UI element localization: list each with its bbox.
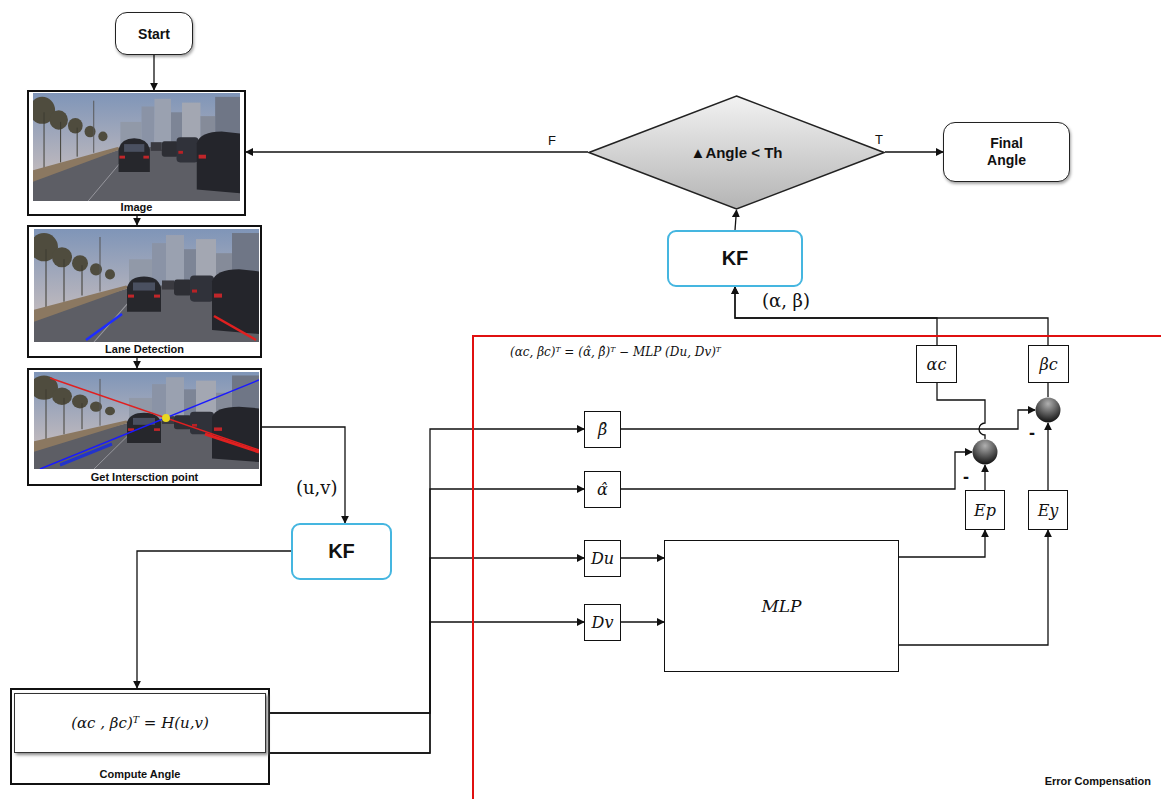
illustration-part [162, 414, 170, 422]
connector-arrow [136, 358, 137, 368]
sum-junction-shape [972, 439, 998, 465]
node-text: Compute Angle [100, 768, 181, 780]
image-panel: Lane Detection [27, 225, 262, 358]
node-text: Ep [974, 501, 996, 520]
connector-arrow [984, 465, 985, 490]
connector-arrow [270, 489, 584, 713]
node-text: Dv [592, 613, 614, 632]
sum-junction: - [972, 439, 998, 465]
connector-arrow [937, 383, 985, 439]
node-text: KF [328, 540, 355, 563]
connector-arrow [1047, 423, 1048, 490]
filter-box: KF [667, 230, 803, 287]
node-text: αc [927, 355, 947, 374]
node-text: MLP [761, 596, 801, 616]
sum-junction: - [1035, 397, 1061, 423]
filter-box: KF [291, 523, 392, 580]
right-lane-line [214, 316, 256, 340]
decision-diamond: ▲Angle < Th [588, 95, 885, 210]
node-text: - [963, 467, 969, 488]
node-text: Du [591, 549, 614, 568]
connector-arrow [270, 558, 584, 753]
formula-box: (αc , βc)ᵀ = H(u,v) [14, 693, 266, 753]
illustration-part [50, 378, 259, 450]
illustration-part [1036, 398, 1061, 423]
compensation-region: (αc, βc)ᵀ = (α̂, β̂)ᵀ − MLP (Du, Dv)ᵀErr… [472, 335, 1161, 799]
connector-arrow [1047, 383, 1048, 397]
variable-box: α̂ [584, 471, 621, 508]
edge-label: T [873, 132, 885, 147]
node-text: ▲Angle < Th [691, 144, 783, 161]
connector-arrow [136, 216, 137, 225]
process-box: Compute Angle (αc , βc)ᵀ = H(u,v) [10, 688, 270, 785]
node-text: KF [722, 247, 749, 270]
sum-junction-shape [1035, 397, 1061, 423]
edge-label-box: T [873, 130, 885, 148]
node-text: Ey [1038, 501, 1059, 520]
illustration-part [973, 440, 998, 465]
connector-arrow [270, 622, 584, 753]
edge-label-box: F [546, 131, 558, 149]
network-box: MLP [664, 540, 899, 672]
image-panel: Get Intersction point [27, 368, 262, 486]
variable-box: β̂ [584, 411, 621, 448]
node-text: Error Compensation [1045, 775, 1151, 787]
connector-arrow [621, 410, 1035, 429]
node-text: - [1029, 423, 1035, 444]
connector-arrow [246, 151, 588, 152]
illustration-part [40, 380, 259, 469]
road-photo [30, 229, 259, 342]
edge-label-box: (α, β) [760, 290, 812, 311]
node-text: Image [121, 201, 153, 213]
node-text: Lane Detection [105, 343, 184, 355]
connector-arrow [899, 530, 985, 557]
edge-label: (α, β) [760, 290, 812, 311]
variable-box: Ey [1028, 490, 1068, 530]
variable-box: βc [1028, 345, 1069, 383]
connector-arrow [262, 427, 345, 523]
connector-arrow [621, 557, 664, 558]
connector-arrow [899, 530, 1048, 645]
intersection-overlay [40, 378, 259, 469]
variable-box: Dv [584, 604, 621, 641]
image-panel: Image [27, 90, 246, 216]
connector-arrow [621, 621, 664, 622]
node-text: β̂ [598, 420, 607, 439]
terminal-box: Start [115, 12, 193, 55]
road-photo [29, 93, 240, 201]
connector-arrow [885, 151, 943, 152]
node-text: Final Angle [975, 135, 1039, 170]
edge-label: F [546, 133, 558, 148]
left-lane-line [86, 314, 122, 340]
node-text: Get Intersction point [91, 471, 199, 483]
variable-box: Ep [965, 490, 1005, 530]
illustration-part [60, 444, 112, 465]
connector-arrow [735, 210, 737, 230]
edge-label: (u,v) [294, 477, 340, 498]
variable-box: Du [584, 540, 621, 577]
road-photo [30, 372, 259, 469]
connector-arrow [153, 55, 154, 90]
connector-arrow [270, 429, 584, 713]
node-text: βc [1039, 355, 1057, 374]
node-text: Start [138, 26, 170, 42]
illustration-part [205, 434, 259, 452]
connector-arrow [137, 551, 291, 688]
variable-box: αc [916, 345, 957, 383]
edge-label-box: (u,v) [294, 477, 340, 498]
node-text: (αc , βc)ᵀ = H(u,v) [71, 714, 209, 732]
connector-arrow [621, 452, 972, 489]
terminal-box: Final Angle [943, 122, 1070, 182]
node-text: α̂ [597, 480, 608, 499]
node-text: (αc, βc)ᵀ = (α̂, β̂)ᵀ − MLP (Du, Dv)ᵀ [510, 345, 721, 359]
illustration-part [589, 96, 884, 209]
